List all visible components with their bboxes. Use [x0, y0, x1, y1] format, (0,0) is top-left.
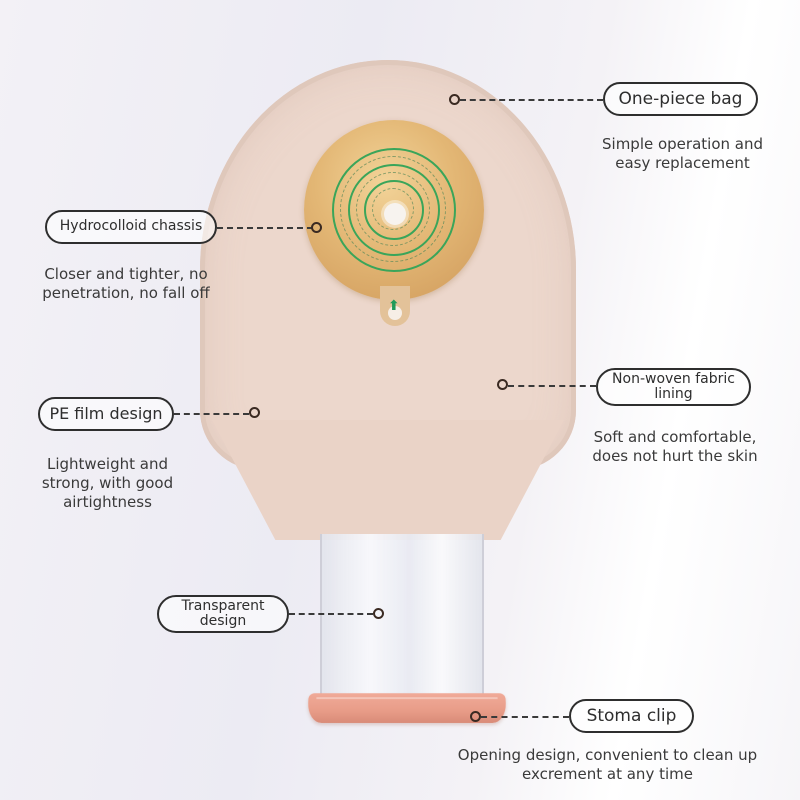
desc-stoma-clip: Opening design, convenient to clean up e… — [457, 746, 758, 783]
callout-dot-hydrocolloid-chassis — [311, 222, 322, 233]
callout-dot-pe-film-design — [249, 407, 260, 418]
desc-one-piece-bag: Simple operation and easy replacement — [602, 135, 763, 172]
desc-non-woven-fabric-lining: Soft and comfortable, does not hurt the … — [592, 428, 758, 465]
leader-line — [217, 227, 313, 229]
arrow-up-icon: ⬆ — [388, 298, 400, 314]
bag-taper — [212, 420, 564, 540]
cut-guide-ring — [356, 172, 430, 246]
cut-guide-ring — [364, 180, 424, 240]
stoma-hole — [384, 203, 406, 225]
desc-pe-film-design: Lightweight and strong, with good airtig… — [41, 455, 174, 511]
label-pe-film-design: PE film design — [38, 397, 174, 431]
leader-line — [481, 716, 569, 718]
desc-hydrocolloid-chassis: Closer and tighter, no penetration, no f… — [42, 265, 210, 302]
label-transparent-design: Transparent design — [157, 595, 289, 633]
callout-dot-one-piece-bag — [449, 94, 460, 105]
callout-dot-non-woven-fabric-lining — [497, 379, 508, 390]
cut-guide-ring — [332, 148, 456, 272]
label-non-woven-fabric-lining: Non-woven fabric lining — [596, 368, 751, 406]
leader-line — [174, 413, 249, 415]
leader-line — [508, 385, 596, 387]
cut-guide-ring — [372, 188, 414, 230]
callout-dot-transparent-design — [373, 608, 384, 619]
callout-dot-stoma-clip — [470, 711, 481, 722]
cut-guide-ring — [348, 164, 440, 256]
cut-guide-ring — [340, 156, 446, 262]
label-hydrocolloid-chassis: Hydrocolloid chassis — [45, 210, 217, 244]
label-one-piece-bag: One-piece bag — [603, 82, 758, 116]
label-stoma-clip: Stoma clip — [569, 699, 694, 733]
leader-line — [289, 613, 373, 615]
flange-tab — [380, 286, 410, 326]
leader-line — [460, 99, 603, 101]
